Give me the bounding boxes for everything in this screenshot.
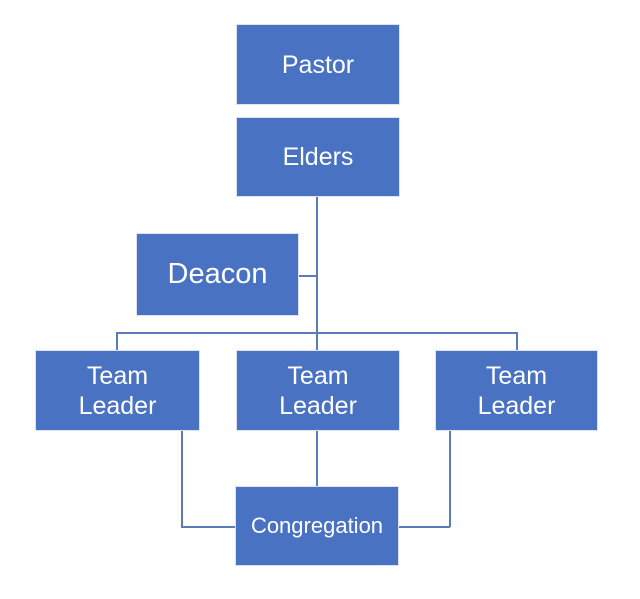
connector-deacon-stub — [299, 275, 317, 277]
connector-bus-drop-right — [516, 332, 518, 350]
org-node-team-leader-3: Team Leader — [435, 350, 598, 431]
org-node-team-leader-3-label: Team Leader — [477, 361, 556, 420]
org-node-team-leader-2: Team Leader — [236, 350, 400, 431]
org-node-pastor: Pastor — [236, 24, 400, 105]
connector-horizontal-bus — [116, 332, 517, 334]
org-node-elders-label: Elders — [282, 143, 354, 171]
org-node-deacon: Deacon — [136, 233, 299, 316]
connector-team-leader-3-down — [449, 431, 451, 527]
connector-elders-trunk — [316, 197, 318, 350]
connector-team-leader-1-down — [181, 431, 183, 527]
org-node-elders: Elders — [236, 117, 400, 197]
connector-congregation-left-elbow — [181, 526, 235, 528]
org-node-pastor-label: Pastor — [281, 50, 355, 79]
org-node-team-leader-1: Team Leader — [35, 350, 200, 431]
org-node-team-leader-1-label: Team Leader — [78, 361, 157, 420]
org-node-congregation: Congregation — [235, 486, 399, 566]
connector-team-leader-2-down — [316, 431, 318, 486]
connector-bus-drop-left — [116, 332, 118, 350]
connector-congregation-right-elbow — [399, 526, 450, 528]
org-node-congregation-label: Congregation — [250, 512, 384, 538]
org-node-deacon-label: Deacon — [167, 258, 268, 291]
org-node-team-leader-2-label: Team Leader — [279, 361, 357, 420]
